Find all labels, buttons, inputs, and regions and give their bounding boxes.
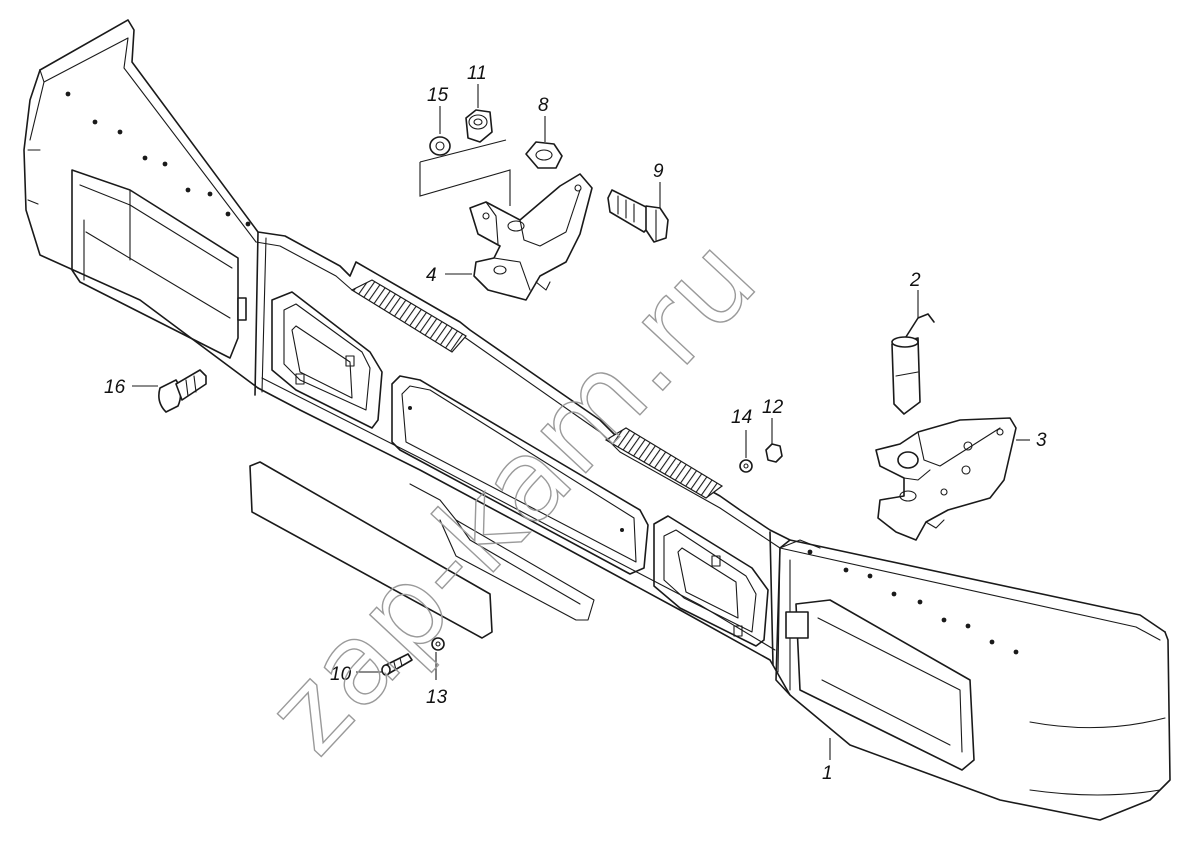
callout-14: 14 (731, 407, 752, 428)
nut-8 (525, 141, 563, 169)
pivot-pin (891, 313, 935, 415)
right-bracket (875, 417, 1017, 541)
assembly-lines (419, 139, 511, 206)
callout-13: 13 (426, 687, 448, 708)
nut-12 (765, 443, 783, 463)
callout-16: 16 (104, 377, 126, 398)
screw-10 (381, 653, 413, 676)
callout-4: 4 (426, 265, 437, 286)
callout-15: 15 (427, 85, 449, 106)
plate-panel (249, 461, 595, 639)
callout-9: 9 (653, 161, 664, 182)
washer-13 (431, 637, 445, 651)
callouts: 1 2 3 4 8 9 10 11 12 13 14 15 16 (104, 63, 1047, 784)
left-bracket (469, 173, 593, 301)
callout-2: 2 (909, 270, 921, 291)
washer-15 (429, 136, 451, 156)
callout-12: 12 (762, 397, 784, 418)
callout-11: 11 (467, 63, 487, 84)
callout-8: 8 (538, 95, 549, 116)
bumper-body (23, 19, 1171, 821)
carriage-bolt (158, 369, 207, 413)
washer-14 (739, 459, 753, 473)
bolt (607, 189, 669, 243)
callout-3: 3 (1036, 430, 1047, 451)
callout-1: 1 (822, 763, 833, 784)
callout-10: 10 (330, 664, 352, 685)
leader-lines (132, 84, 1030, 760)
nut-11 (465, 109, 493, 143)
